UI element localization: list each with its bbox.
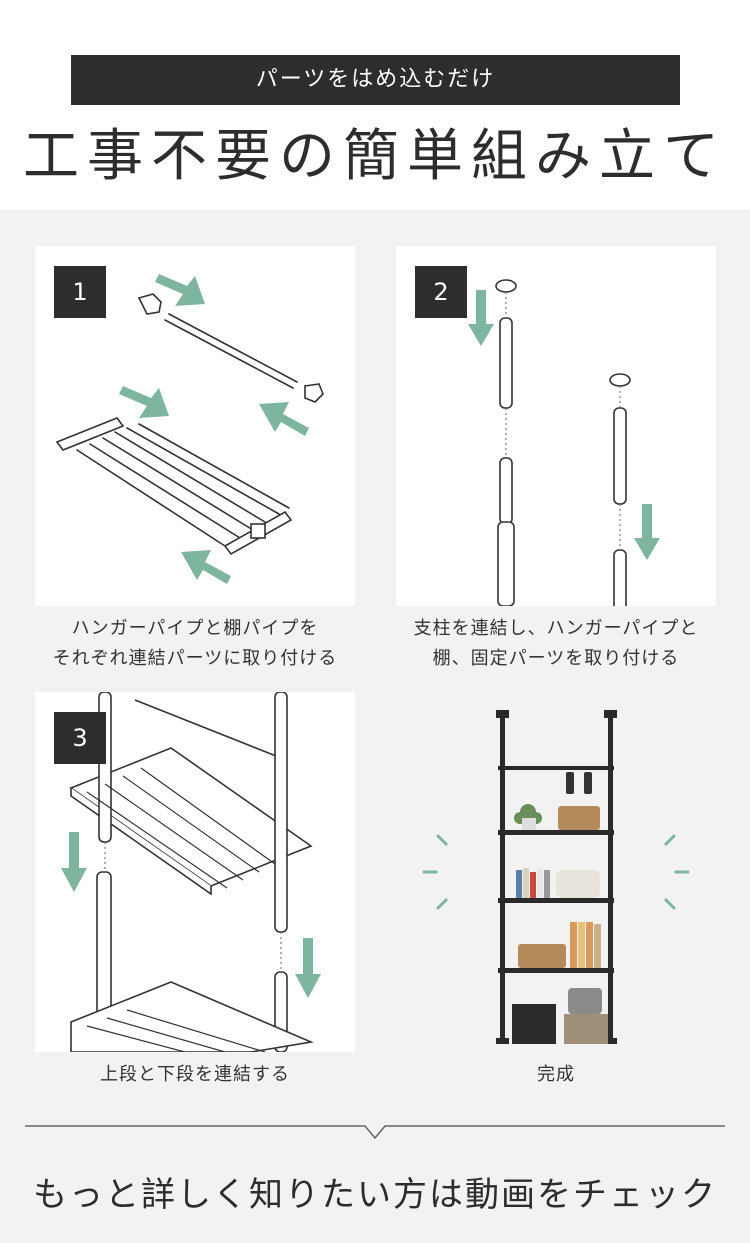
step-2-caption-line1: 支柱を連結し、ハンガーパイプと [413,618,699,639]
step-1-illustration [55,274,324,584]
step-3-illustration [61,692,321,1052]
header-banner: パーツをはめ込むだけ [71,55,680,105]
step-3-caption: 上段と下段を連結する [35,1060,355,1090]
step-2-badge: 2 [415,266,467,318]
complete-caption-line1: 完成 [537,1064,575,1085]
step-1-caption-line1: ハンガーパイプと棚パイプを [71,618,319,639]
step-1-badge: 1 [54,266,106,318]
video-cta-text: もっと詳しく知りたい方は動画をチェック [33,1175,717,1215]
step-3-caption-line1: 上段と下段を連結する [100,1064,290,1085]
step-3-badge: 3 [54,712,106,764]
step-1-caption: ハンガーパイプと棚パイプを それぞれ連結パーツに取り付ける [35,614,355,674]
complete-illustration [422,710,690,1044]
section-divider [25,1125,725,1140]
complete-caption: 完成 [396,1060,716,1090]
step-2-card: 2 [396,246,716,606]
complete-card [396,692,716,1052]
step-1-card: 1 [35,246,355,606]
step-2-illustration [468,279,660,606]
step-2-caption: 支柱を連結し、ハンガーパイプと 棚、固定パーツを取り付ける [396,614,716,674]
step-2-caption-line2: 棚、固定パーツを取り付ける [432,648,680,669]
step-1-caption-line2: それぞれ連結パーツに取り付ける [52,648,338,669]
header-section: パーツをはめ込むだけ 工事不要の簡単組み立て [0,0,750,210]
page-title: 工事不要の簡単組み立て [23,124,727,189]
step-3-card: 3 [35,692,355,1052]
